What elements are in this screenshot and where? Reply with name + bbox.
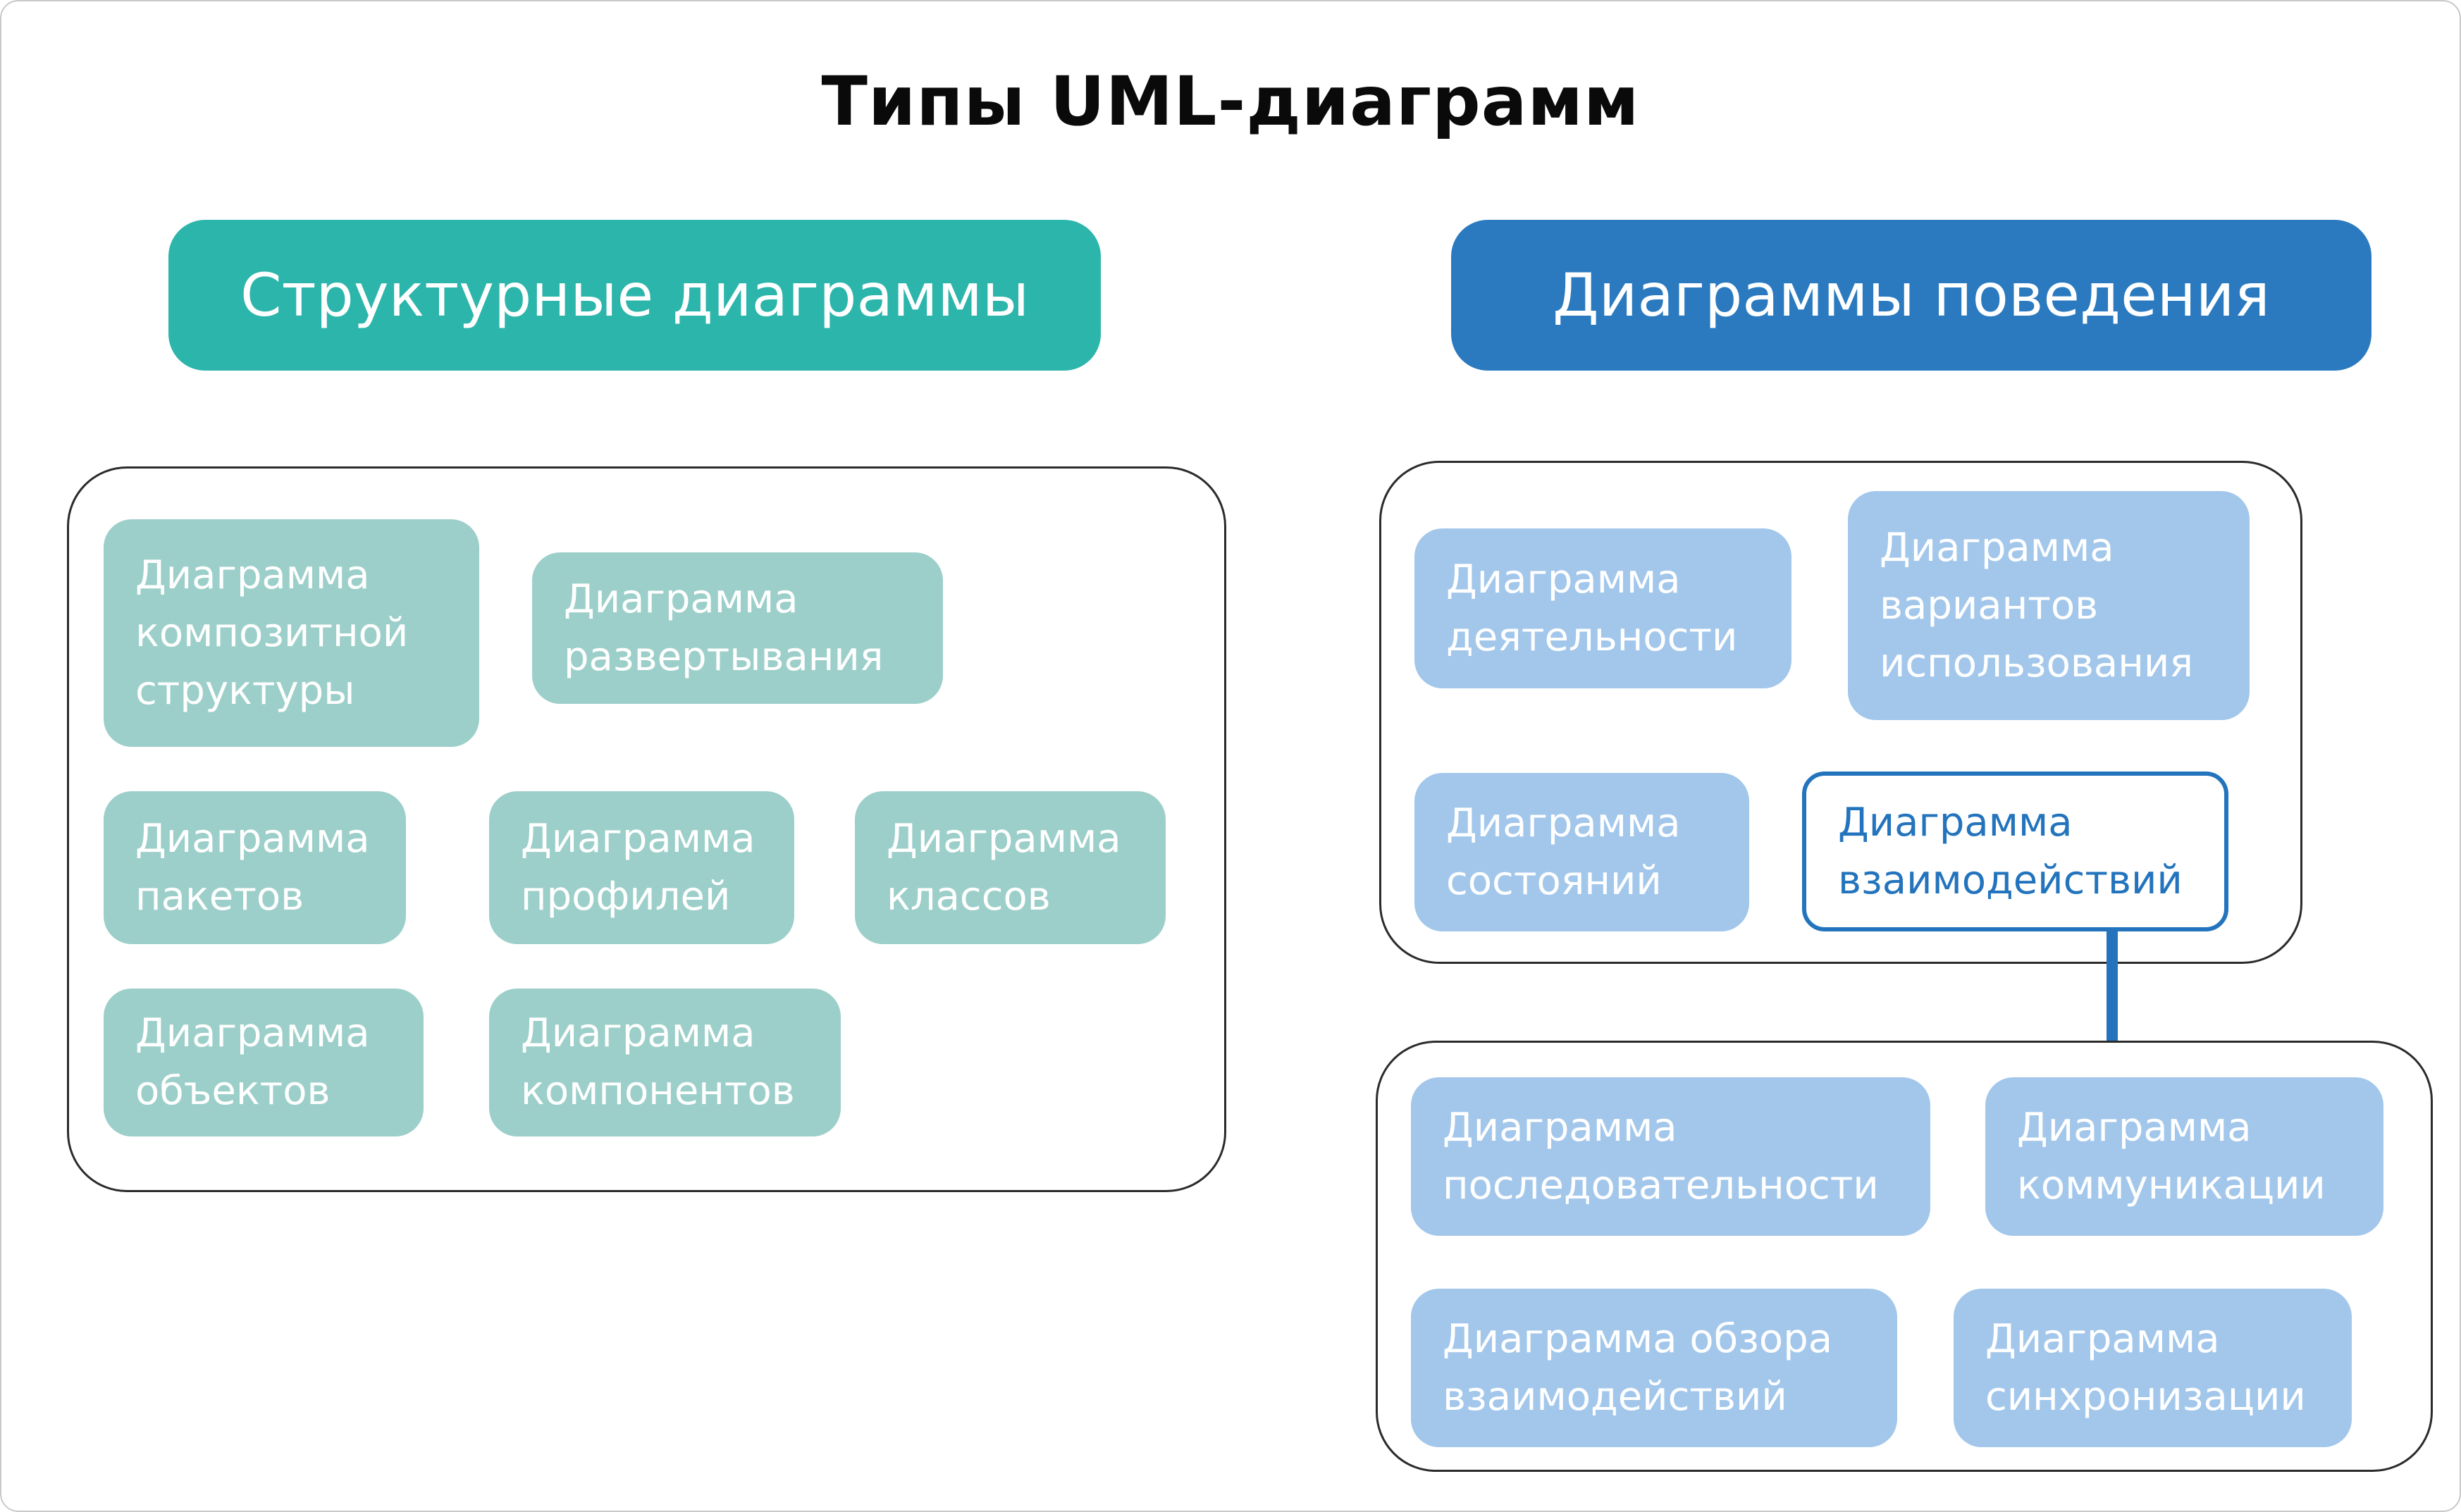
node-label: Диаграмма синхронизации	[1985, 1315, 2306, 1420]
node-label: Диаграмма деятельности	[1446, 556, 1738, 660]
page-title: Типы UML-диаграмм	[821, 62, 1640, 141]
node-label: Диаграмма профилей	[521, 815, 755, 919]
behavior-diagrams-header-label: Диаграммы поведения	[1553, 261, 2270, 330]
behavior-diagrams-header: Диаграммы поведения	[1451, 220, 2371, 371]
node-label: Диаграмма состояний	[1446, 800, 1681, 904]
node-label: Диаграмма пакетов	[135, 815, 370, 919]
structural-diagrams-header-label: Структурные диаграммы	[240, 261, 1030, 330]
node-label: Диаграмма компонентов	[521, 1010, 795, 1114]
node-label: Диаграмма последовательности	[1443, 1104, 1879, 1208]
node-deployment-diagram: Диаграмма развертывания	[532, 552, 943, 704]
node-label: Диаграмма развертывания	[564, 576, 884, 680]
structural-diagrams-header: Структурные диаграммы	[168, 220, 1101, 371]
node-sequence-diagram: Диаграмма последовательности	[1411, 1077, 1930, 1236]
node-interaction-overview-diagram: Диаграмма обзора взаимодействий	[1411, 1289, 1897, 1447]
node-profile-diagram: Диаграмма профилей	[489, 791, 794, 944]
node-timing-diagram: Диаграмма синхронизации	[1954, 1289, 2352, 1447]
node-composite-structure-diagram: Диаграмма композитной структуры	[104, 519, 479, 747]
node-activity-diagram: Диаграмма деятельности	[1414, 528, 1791, 688]
node-component-diagram: Диаграмма компонентов	[489, 989, 841, 1136]
node-label: Диаграмма композитной структуры	[135, 552, 409, 714]
node-label: Диаграмма коммуникации	[2017, 1104, 2326, 1208]
node-label: Диаграмма вариантов использования	[1880, 524, 2193, 686]
node-state-diagram: Диаграмма состояний	[1414, 773, 1749, 931]
node-use-case-diagram: Диаграмма вариантов использования	[1848, 491, 2250, 720]
node-communication-diagram: Диаграмма коммуникации	[1985, 1077, 2383, 1236]
node-class-diagram: Диаграмма классов	[855, 791, 1166, 944]
node-package-diagram: Диаграмма пакетов	[104, 791, 406, 944]
node-object-diagram: Диаграмма объектов	[104, 989, 424, 1136]
node-label: Диаграмма взаимодействий	[1838, 799, 2183, 903]
node-interaction-diagram: Диаграмма взаимодействий	[1802, 772, 2228, 931]
node-label: Диаграмма обзора взаимодействий	[1443, 1315, 1833, 1420]
node-label: Диаграмма объектов	[135, 1010, 370, 1114]
node-label: Диаграмма классов	[887, 815, 1121, 919]
